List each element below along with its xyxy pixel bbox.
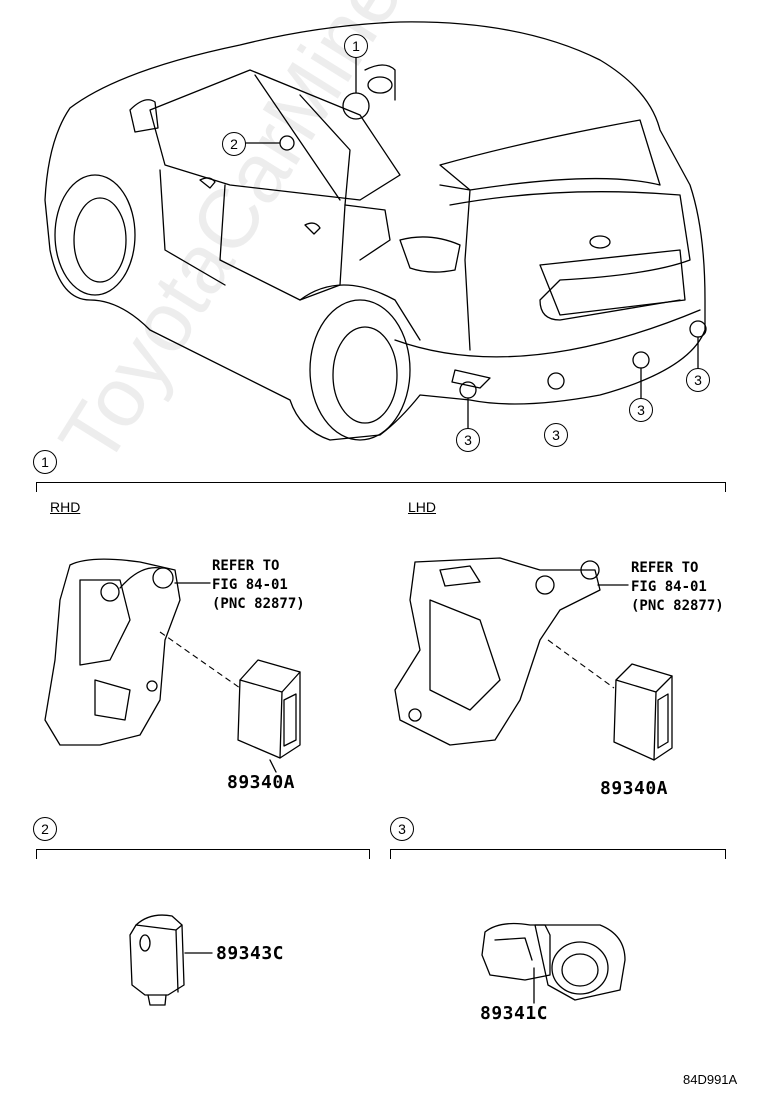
section-3-callout: 3 — [390, 817, 414, 841]
lhd-part-number: 89340A — [600, 778, 669, 799]
callout-3-car-d: 3 — [686, 368, 710, 392]
section-2-bracket-line — [36, 849, 370, 859]
rhd-bracket-illustration — [44, 558, 301, 773]
rhd-refer-note: REFER TO FIG 84-01 (PNC 82877) — [212, 558, 305, 612]
section-1-bracket-line — [36, 482, 726, 492]
sensor-89343c-part-number: 89343C — [216, 943, 285, 964]
figure-code: 84D991A — [683, 1072, 738, 1087]
callout-3-car-b: 3 — [544, 423, 568, 447]
callout-2-car: 2 — [222, 132, 246, 156]
callout-3-car-a: 3 — [456, 428, 480, 452]
lhd-label: LHD — [408, 499, 437, 515]
section-2-callout: 2 — [33, 817, 57, 841]
callout-1-car: 1 — [344, 34, 368, 58]
callout-3-car-c: 3 — [629, 398, 653, 422]
section-3-bracket-line — [390, 849, 726, 859]
lhd-refer-note: REFER TO FIG 84-01 (PNC 82877) — [631, 560, 724, 614]
sensor-89343c-illustration — [129, 914, 213, 1006]
section-1-callout: 1 — [33, 450, 57, 474]
rhd-part-number: 89340A — [227, 772, 296, 793]
lhd-bracket-illustration — [394, 557, 673, 761]
car-illustration — [44, 21, 707, 441]
rhd-label: RHD — [50, 499, 81, 515]
sensor-89341c-part-number: 89341C — [480, 1003, 549, 1024]
sensor-89341c-illustration — [481, 922, 626, 1004]
